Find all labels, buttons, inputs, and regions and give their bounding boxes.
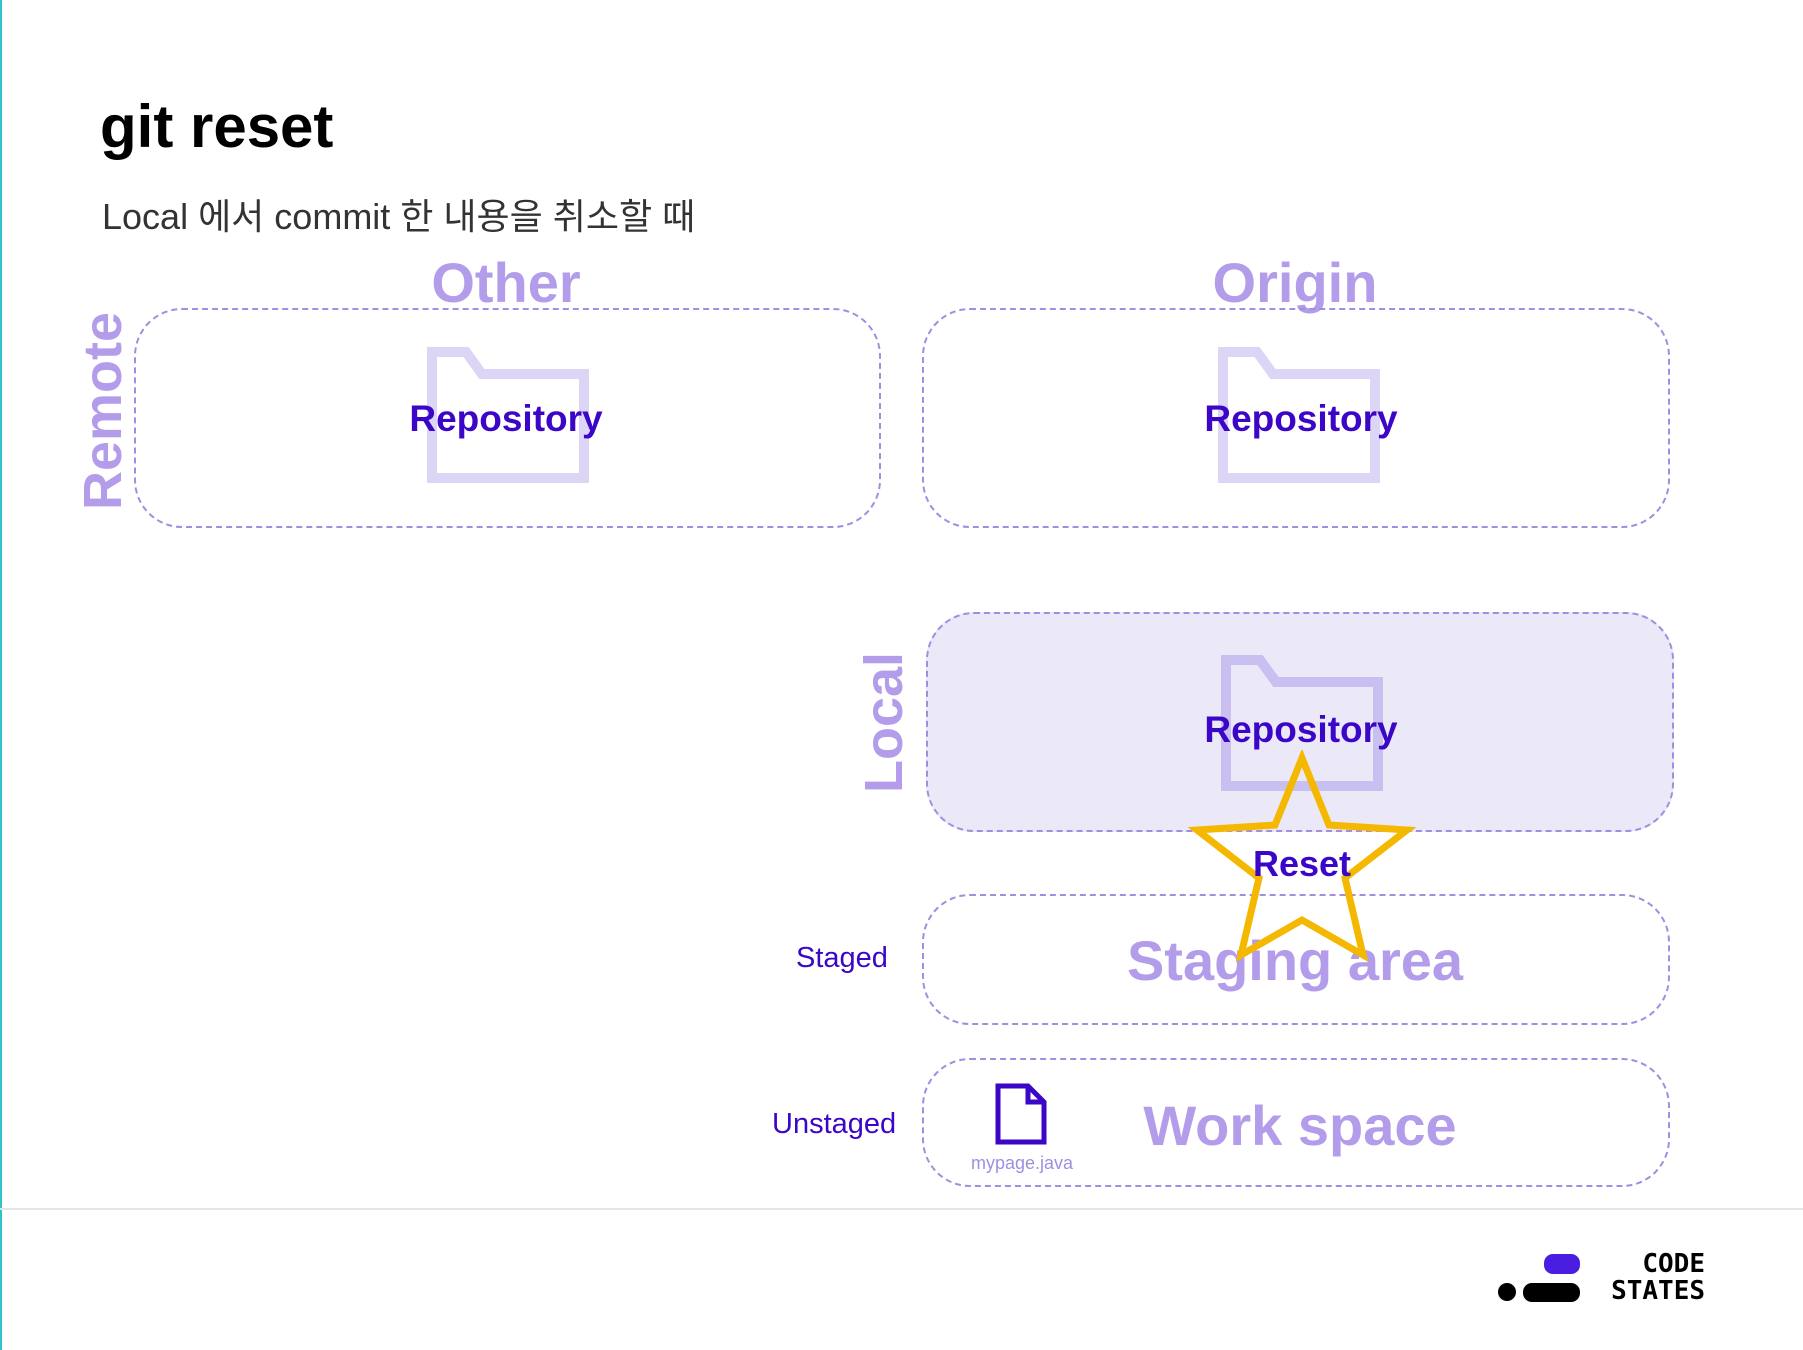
file-name-label: mypage.java <box>971 1153 1074 1173</box>
staging-area-label: Staging area <box>1126 929 1464 992</box>
local-label: Local <box>854 651 914 793</box>
local-repository-label: Repository <box>1204 709 1398 750</box>
work-space-label: Work space <box>1143 1094 1457 1157</box>
page-subtitle: Local 에서 commit 한 내용을 취소할 때 <box>102 196 696 237</box>
star-icon <box>1187 750 1417 963</box>
logo-wordmark: CODE STATES <box>1590 1251 1705 1305</box>
page-title: git reset <box>100 93 334 160</box>
code-states-logo <box>1498 1254 1580 1302</box>
folder-icon <box>427 347 589 483</box>
footer-divider <box>0 1208 1803 1210</box>
other-repository-label: Repository <box>409 398 603 439</box>
folder-icon <box>1218 347 1380 483</box>
local-repository-box <box>926 612 1674 832</box>
left-edge-line <box>0 0 2 1350</box>
file-icon <box>995 1083 1047 1145</box>
remote-label: Remote <box>73 311 133 510</box>
staged-label: Staged <box>796 942 888 974</box>
logo-line-code: CODE <box>1642 1249 1705 1279</box>
other-remote-box <box>134 308 881 528</box>
origin-repository-label: Repository <box>1204 398 1398 439</box>
reset-label: Reset <box>1252 843 1352 884</box>
origin-remote-box <box>922 308 1670 528</box>
other-heading: Other <box>431 251 581 314</box>
staging-area-box <box>922 894 1670 1025</box>
work-space-box <box>922 1058 1670 1187</box>
origin-heading: Origin <box>1212 251 1378 314</box>
logo-line-states: STATES <box>1611 1276 1705 1306</box>
folder-icon <box>1221 655 1383 791</box>
unstaged-label: Unstaged <box>772 1108 897 1140</box>
